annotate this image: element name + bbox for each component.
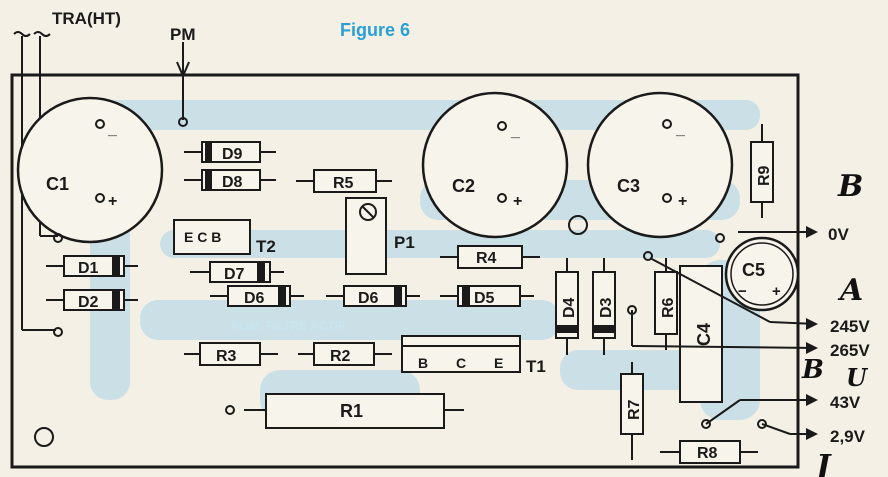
diode-d6-middle: D6 [326,285,420,307]
diode-d5: D5 [440,285,534,307]
svg-text:+: + [772,283,781,300]
svg-text:R5: R5 [333,175,354,192]
diode-d8: D8 [184,169,276,191]
svg-text:C1: C1 [46,174,69,194]
handwritten-u: U [846,363,869,392]
svg-text:+: + [678,193,687,210]
svg-text:R1: R1 [340,401,363,421]
handwritten-j: J [811,449,832,477]
output-label-43v: 43V [830,393,861,412]
resistor-r7: R7 [620,362,644,460]
transistor-t2: E C B T2 [173,219,276,256]
capacitor-c1: C1 _ + [16,96,164,244]
pads [53,117,767,429]
svg-text:C4: C4 [694,323,714,346]
diode-d3: D3 [592,258,616,355]
svg-text:D4: D4 [561,297,578,318]
svg-text:_: _ [675,121,686,138]
svg-text:C2: C2 [452,176,475,196]
diode-d1: D1 [46,255,138,277]
handwritten-b-top: B [837,169,863,204]
mounting-hole-bottom [34,427,54,447]
output-label-0v: 0V [828,225,849,244]
diode-d2: D2 [46,289,138,311]
handwritten-a: A [837,273,863,308]
diode-d7: D7 [190,261,284,283]
output-label-245v: 245V [830,317,870,336]
output-label-265v: 265V [830,341,870,360]
resistor-r4: R4 [440,245,540,269]
svg-text:R8: R8 [697,445,718,462]
potentiometer-p1: P1 [345,197,415,275]
resistor-r9: R9 [750,124,774,218]
resistor-r8: R8 [660,440,758,464]
svg-text:R7: R7 [626,399,643,420]
svg-text:D8: D8 [222,174,243,191]
figure-title: Figure 6 [340,20,410,40]
resistor-r2: R2 [298,342,392,366]
diode-d6-left: D6 [210,285,304,307]
output-label-2-9v: 2,9V [830,427,866,446]
svg-text:+: + [108,193,117,210]
diode-d4: D4 [555,258,579,355]
svg-text:R6: R6 [660,297,677,318]
diode-d9: D9 [184,141,276,163]
svg-text:R9: R9 [756,165,773,186]
capacitor-c3: C3 _ + [586,91,734,239]
capacitor-c2: C2 _ + [421,91,569,239]
svg-text:E: E [494,355,503,371]
svg-text:D7: D7 [224,266,245,283]
handwritten-b-bottom: B [801,355,824,385]
capacitor-c5: C5 − + [724,236,800,312]
svg-text:D9: D9 [222,146,243,163]
svg-text:D2: D2 [78,294,99,311]
svg-text:_: _ [107,121,118,138]
svg-text:C: C [456,355,466,371]
svg-text:R3: R3 [216,348,237,365]
transistor-t1: B C E T1 [401,335,546,376]
resistor-r5: R5 [296,169,392,193]
resistor-r6: R6 [654,258,678,350]
svg-text:B: B [418,355,428,371]
svg-text:D1: D1 [78,260,99,277]
output-leaders [631,226,818,440]
svg-text:D3: D3 [598,297,615,318]
svg-text:T2: T2 [256,237,276,256]
pm-label: PM [170,25,196,44]
silkscreen-text: ALIM. FILTRE ACTIF [230,319,345,333]
mounting-hole-top [568,215,588,235]
resistor-r1: R1 [225,393,464,429]
capacitor-c4: C4 [679,265,723,403]
svg-text:C5: C5 [742,260,765,280]
tra-label: TRA(HT) [52,9,121,28]
svg-text:E C B: E C B [184,229,221,245]
svg-text:T1: T1 [526,357,546,376]
svg-text:+: + [513,193,522,210]
svg-text:R2: R2 [330,348,351,365]
svg-text:R4: R4 [476,250,497,267]
svg-text:_: _ [510,123,521,140]
svg-text:D6: D6 [358,290,379,307]
svg-text:−: − [738,283,747,300]
svg-text:P1: P1 [394,233,415,252]
resistor-r3: R3 [184,342,278,366]
svg-text:D6: D6 [244,290,265,307]
svg-text:C3: C3 [617,176,640,196]
svg-text:D5: D5 [474,290,495,307]
